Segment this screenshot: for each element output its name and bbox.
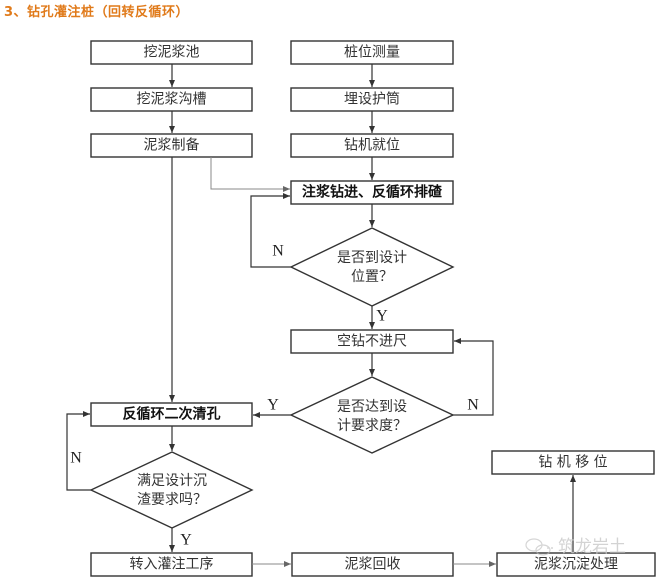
node-dig-trench: 挖泥浆沟槽	[90, 87, 253, 112]
arrow-req-no-loop	[453, 338, 494, 416]
node-drilling-text: 注浆钻进、反循环排碴	[302, 184, 443, 201]
node-dig-pit-text: 挖泥浆池	[144, 45, 200, 61]
node-dig-trench-text: 挖泥浆沟槽	[137, 92, 207, 108]
decision-sediment-check: 满足设计沉 渣要求吗？	[89, 451, 254, 529]
node-rig-move: 钻 机 移 位	[491, 450, 655, 475]
node-dig-pit: 挖泥浆池	[90, 40, 253, 65]
decision-depth-check-line2: 位置？	[351, 269, 393, 285]
node-casing: 埋设护筒	[290, 87, 454, 112]
node-mud-prep-text: 泥浆制备	[144, 137, 200, 154]
label-req-yes: Y	[267, 397, 279, 414]
node-rig-move-text: 钻 机 移 位	[538, 455, 607, 471]
label-sediment-yes: Y	[180, 532, 192, 549]
watermark-text: 筑龙岩土	[558, 537, 626, 557]
decision-sediment-line1: 满足设计沉	[137, 473, 207, 489]
node-idle-drill-text: 空钻不进尺	[337, 334, 407, 350]
page-title: 3、钻孔灌注桩（回转反循环）	[4, 5, 190, 20]
node-second-clean: 反循环二次清孔	[90, 402, 253, 427]
node-second-clean-text: 反循环二次清孔	[123, 406, 221, 423]
label-sediment-no: N	[70, 450, 82, 467]
node-rig-position-text: 钻机就位	[344, 138, 400, 154]
decision-depth-check: 是否到设计 位置？	[289, 227, 455, 307]
node-pile-survey-text: 桩位测量	[344, 44, 400, 61]
node-to-pouring: 转入灌注工序	[90, 552, 253, 577]
decision-requirement-check: 是否达到设 计要求度？	[289, 376, 455, 454]
label-req-no: N	[467, 397, 479, 414]
decision-depth-check-line1: 是否到设计	[337, 250, 407, 266]
node-to-pouring-text: 转入灌注工序	[130, 557, 214, 573]
node-mud-settle: 泥浆沉淀处理	[496, 552, 656, 577]
node-drilling: 注浆钻进、反循环排碴	[290, 180, 454, 205]
node-rig-position: 钻机就位	[290, 133, 454, 158]
node-mud-recovery: 泥浆回收	[291, 552, 454, 577]
node-mud-settle-text: 泥浆沉淀处理	[534, 557, 618, 573]
label-depth-yes: Y	[376, 308, 388, 325]
arrow-prep-to-drilling	[210, 157, 290, 192]
node-casing-text: 埋设护筒	[344, 91, 400, 108]
node-mud-prep: 泥浆制备	[90, 133, 253, 158]
decision-sediment-line2: 渣要求吗？	[137, 492, 207, 508]
watermark: 筑龙岩土	[525, 537, 626, 557]
node-pile-survey: 桩位测量	[290, 40, 454, 65]
wechat-icon	[525, 538, 553, 556]
node-idle-drill: 空钻不进尺	[290, 329, 454, 354]
label-depth-no: N	[272, 243, 284, 260]
arrow-depth-no-loop	[250, 193, 291, 268]
node-mud-recovery-text: 泥浆回收	[345, 557, 401, 573]
decision-req-check-line1: 是否达到设	[337, 399, 407, 415]
arrow-sediment-no-loop	[66, 411, 91, 491]
decision-req-check-line2: 计要求度？	[337, 418, 407, 434]
